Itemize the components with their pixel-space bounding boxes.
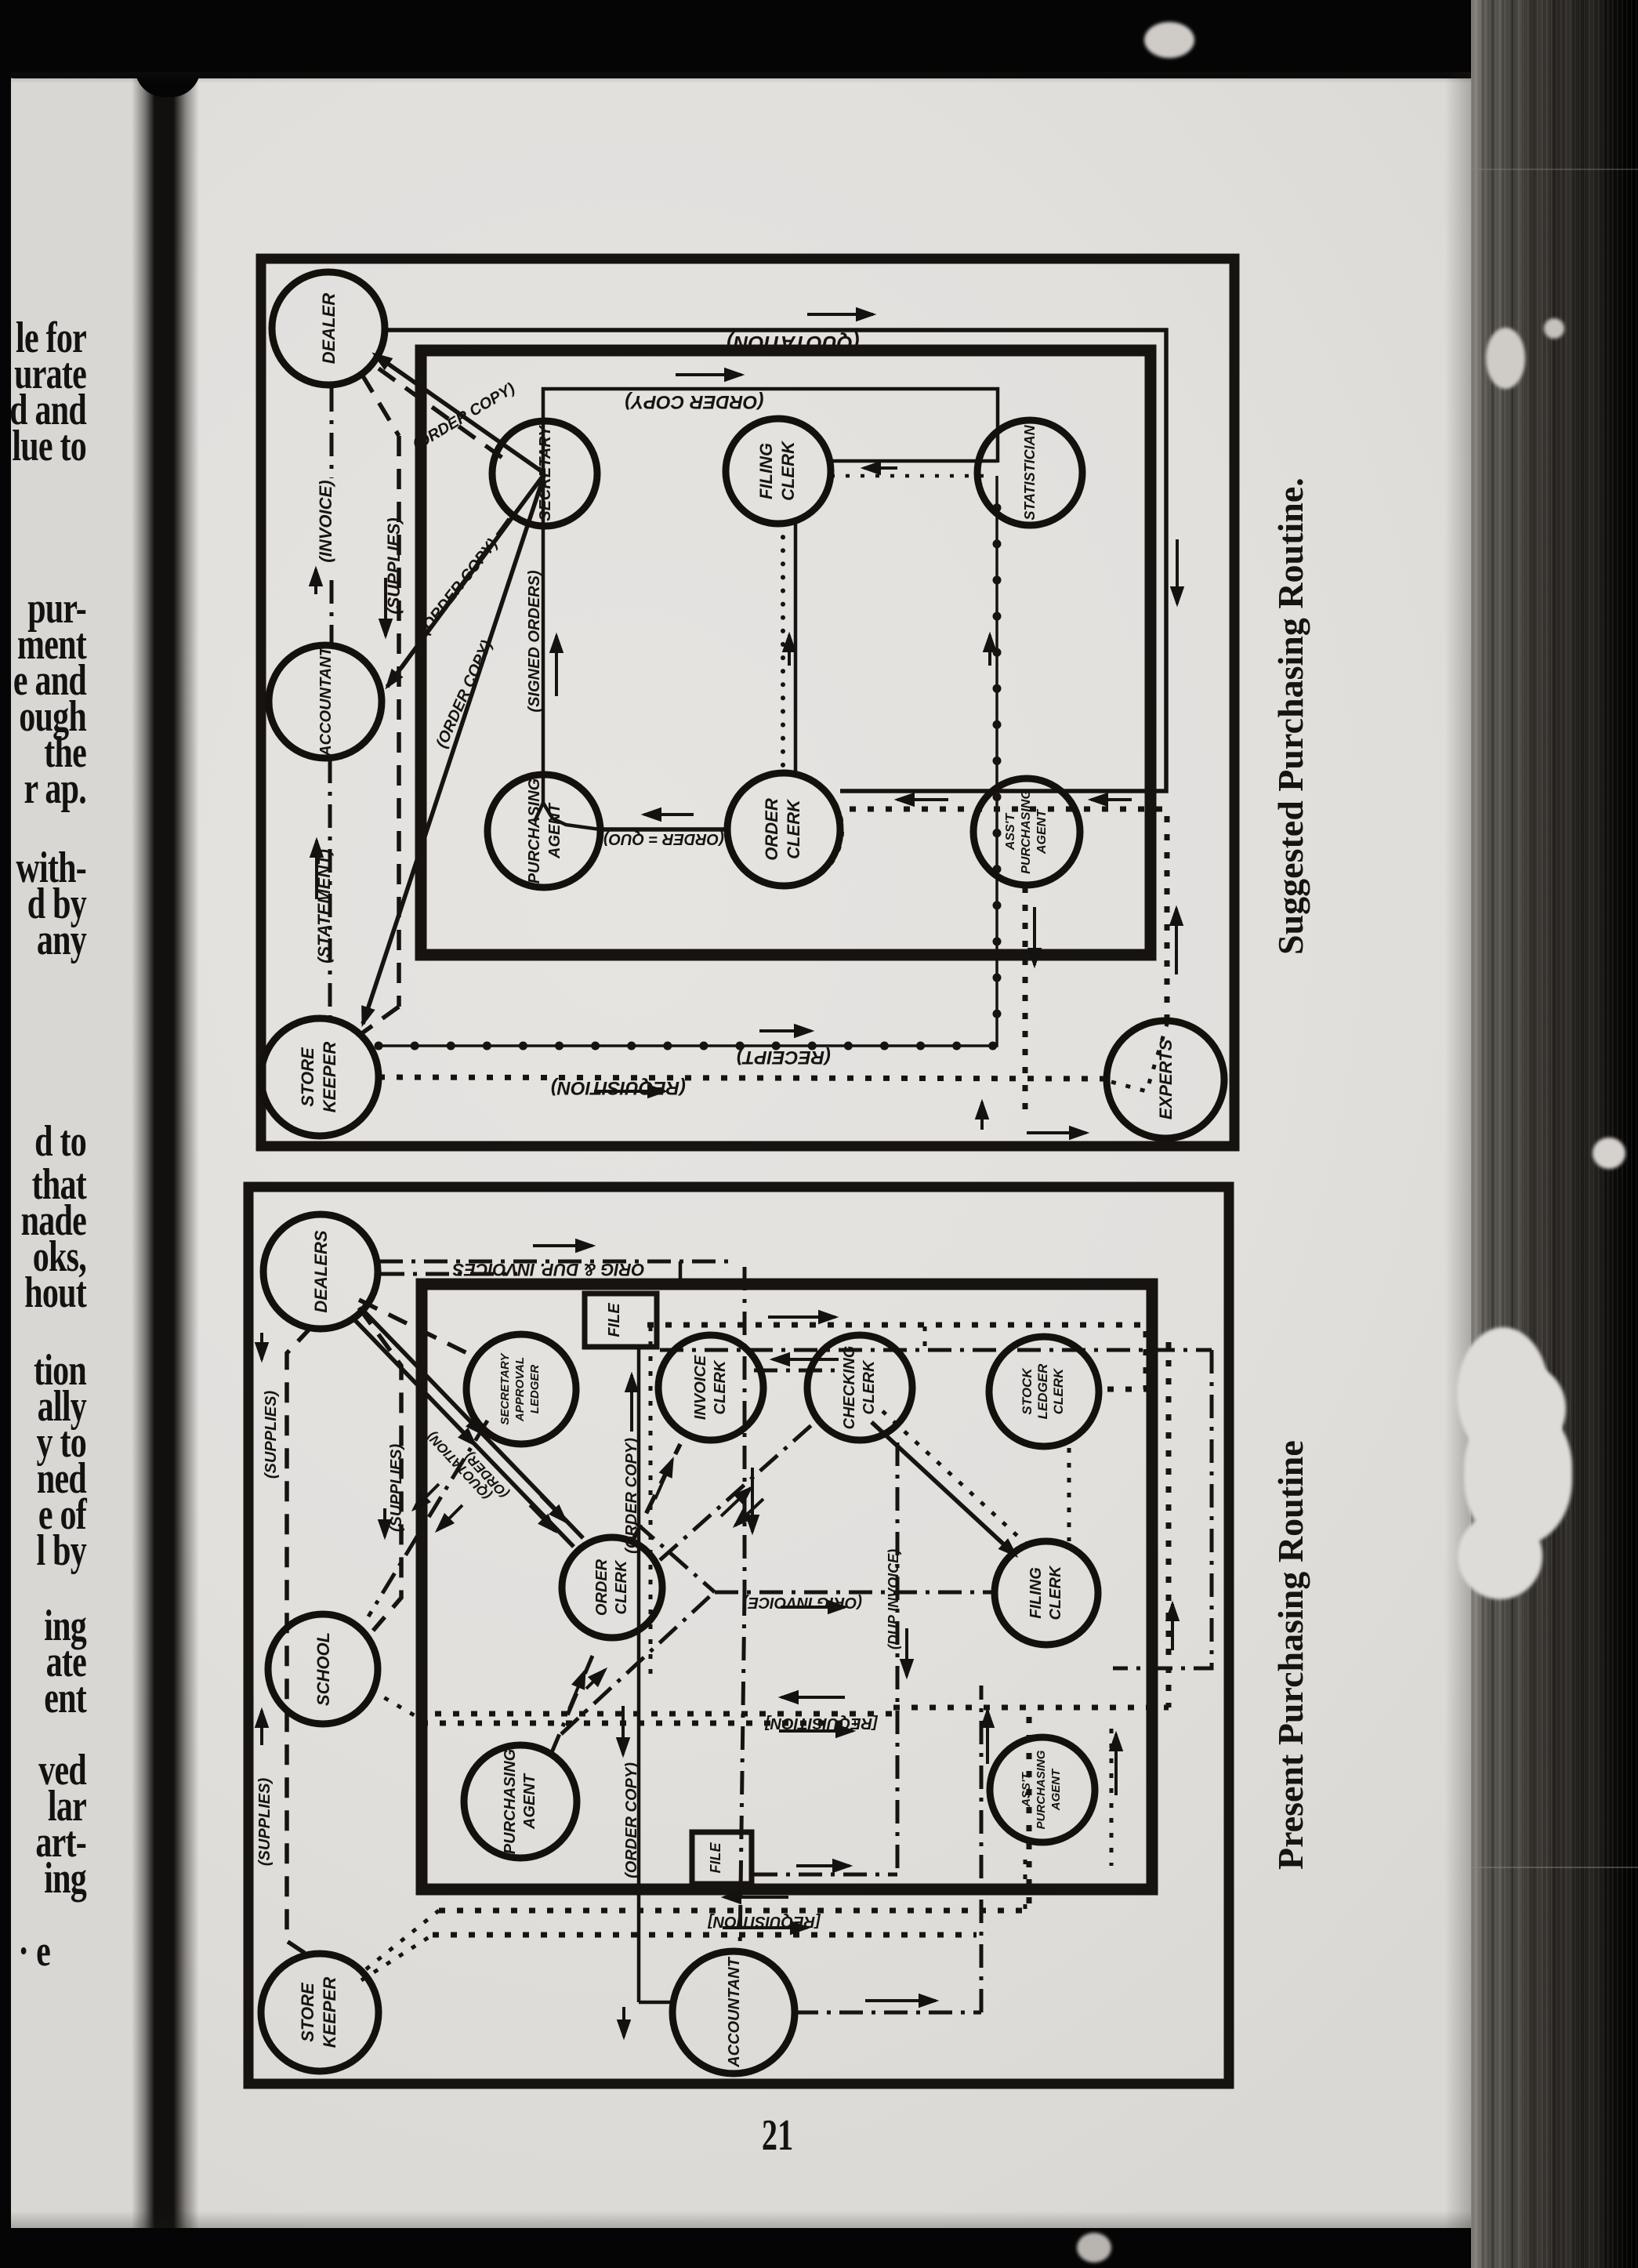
svg-text:ACCOUNTANT: ACCOUNTANT	[726, 1956, 743, 2067]
svg-text:ACCOUNTANT: ACCOUNTANT	[317, 645, 335, 757]
svg-text:(DUP INVOICE): (DUP INVOICE)	[886, 1549, 901, 1649]
svg-text:SCHOOL: SCHOOL	[313, 1632, 333, 1706]
svg-text:FILE: FILE	[708, 1842, 723, 1874]
svg-text:(ORDER COPY): (ORDER COPY)	[433, 637, 495, 750]
svg-text:ORIG & DUP. INVOICES: ORIG & DUP. INVOICES	[452, 1260, 645, 1279]
svg-text:(ORIG INVOICE): (ORIG INVOICE)	[743, 1594, 863, 1611]
svg-text:(SUPPLIES): (SUPPLIES)	[263, 1391, 280, 1479]
svg-text:(SIGNED ORDERS): (SIGNED ORDERS)	[526, 570, 543, 712]
svg-text:[REQUISITION]: [REQUISITION]	[707, 1913, 821, 1930]
svg-text:(ORDER COPY): (ORDER COPY)	[623, 1762, 640, 1878]
svg-text:(SUPPLIES): (SUPPLIES)	[388, 1444, 405, 1533]
svg-text:FILE: FILE	[606, 1303, 623, 1337]
svg-text:EXPERTS: EXPERTS	[1156, 1040, 1176, 1120]
svg-text:[REQUISITION]: [REQUISITION]	[764, 1715, 879, 1732]
svg-text:(STATEMENT): (STATEMENT)	[314, 849, 334, 963]
svg-text:STOCKLEDGERCLERK: STOCKLEDGERCLERK	[1020, 1363, 1066, 1420]
svg-text:(REQUISITION): (REQUISITION)	[551, 1077, 686, 1098]
svg-text:(INVOICE): (INVOICE)	[316, 480, 335, 562]
svg-text:DEALER: DEALER	[319, 293, 339, 365]
svg-text:(QUOTATION): (QUOTATION)	[727, 332, 859, 355]
svg-text:STATISTICIAN: STATISTICIAN	[1022, 424, 1038, 520]
svg-text:(RECEIPT): (RECEIPT)	[737, 1047, 831, 1068]
svg-text:(ORDER = QUO): (ORDER = QUO)	[603, 830, 724, 847]
svg-text:(ORDER COPY): (ORDER COPY)	[416, 535, 502, 637]
svg-text:(ORDER COPY): (ORDER COPY)	[625, 391, 763, 412]
svg-text:SECRETARY: SECRETARY	[537, 425, 554, 521]
svg-text:(ORDER COPY): (ORDER COPY)	[623, 1438, 640, 1554]
svg-text:DEALERS: DEALERS	[311, 1230, 331, 1312]
svg-text:(SUPPLIES): (SUPPLIES)	[256, 1778, 274, 1867]
svg-text:(SUPPLIES): (SUPPLIES)	[384, 517, 404, 614]
